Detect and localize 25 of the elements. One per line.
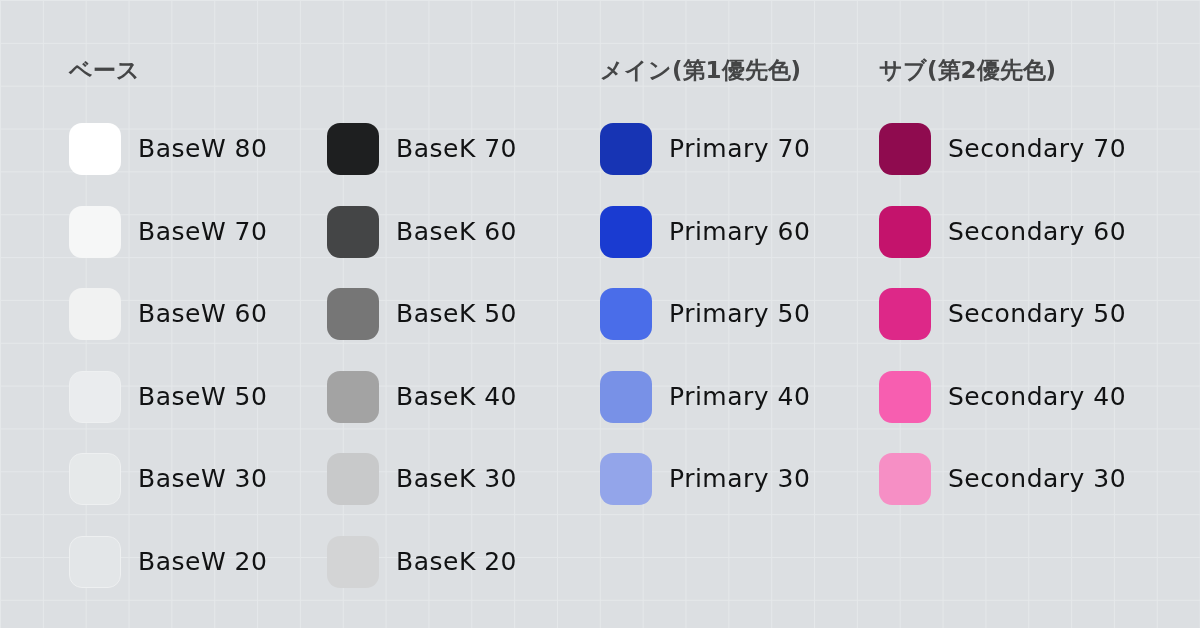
swatch-label: Primary 30 <box>669 463 811 495</box>
swatch-label: Secondary 60 <box>948 215 1127 248</box>
swatch-label: Secondary 50 <box>948 298 1127 330</box>
swatch-label: BaseW 20 <box>138 545 268 578</box>
swatch-label: BaseK 50 <box>396 298 518 330</box>
section-heading: サブ(第2優先色) <box>879 56 1057 85</box>
swatch-label: Secondary 40 <box>948 380 1127 413</box>
swatch-label: Secondary 30 <box>948 463 1127 495</box>
section-heading: ベース <box>69 56 140 85</box>
swatch-label: BaseW 60 <box>138 298 268 330</box>
swatch-label: Secondary 70 <box>948 133 1127 165</box>
swatch-label: BaseK 70 <box>396 133 518 165</box>
swatch-label: BaseK 40 <box>396 380 518 413</box>
swatch-label: Primary 50 <box>669 298 811 330</box>
swatch-label: BaseW 80 <box>138 133 268 165</box>
swatch-label: BaseK 30 <box>396 463 518 495</box>
swatch-label: Primary 40 <box>669 380 811 413</box>
section-heading: メイン(第1優先色) <box>600 56 802 85</box>
swatch-label: BaseW 70 <box>138 215 268 248</box>
swatch-label: Primary 60 <box>669 215 811 248</box>
swatch-label: BaseK 20 <box>396 545 518 578</box>
swatch-label: Primary 70 <box>669 133 811 165</box>
swatch-label: BaseK 60 <box>396 215 518 248</box>
swatch-label: BaseW 30 <box>138 463 268 495</box>
swatch-label: BaseW 50 <box>138 380 268 413</box>
